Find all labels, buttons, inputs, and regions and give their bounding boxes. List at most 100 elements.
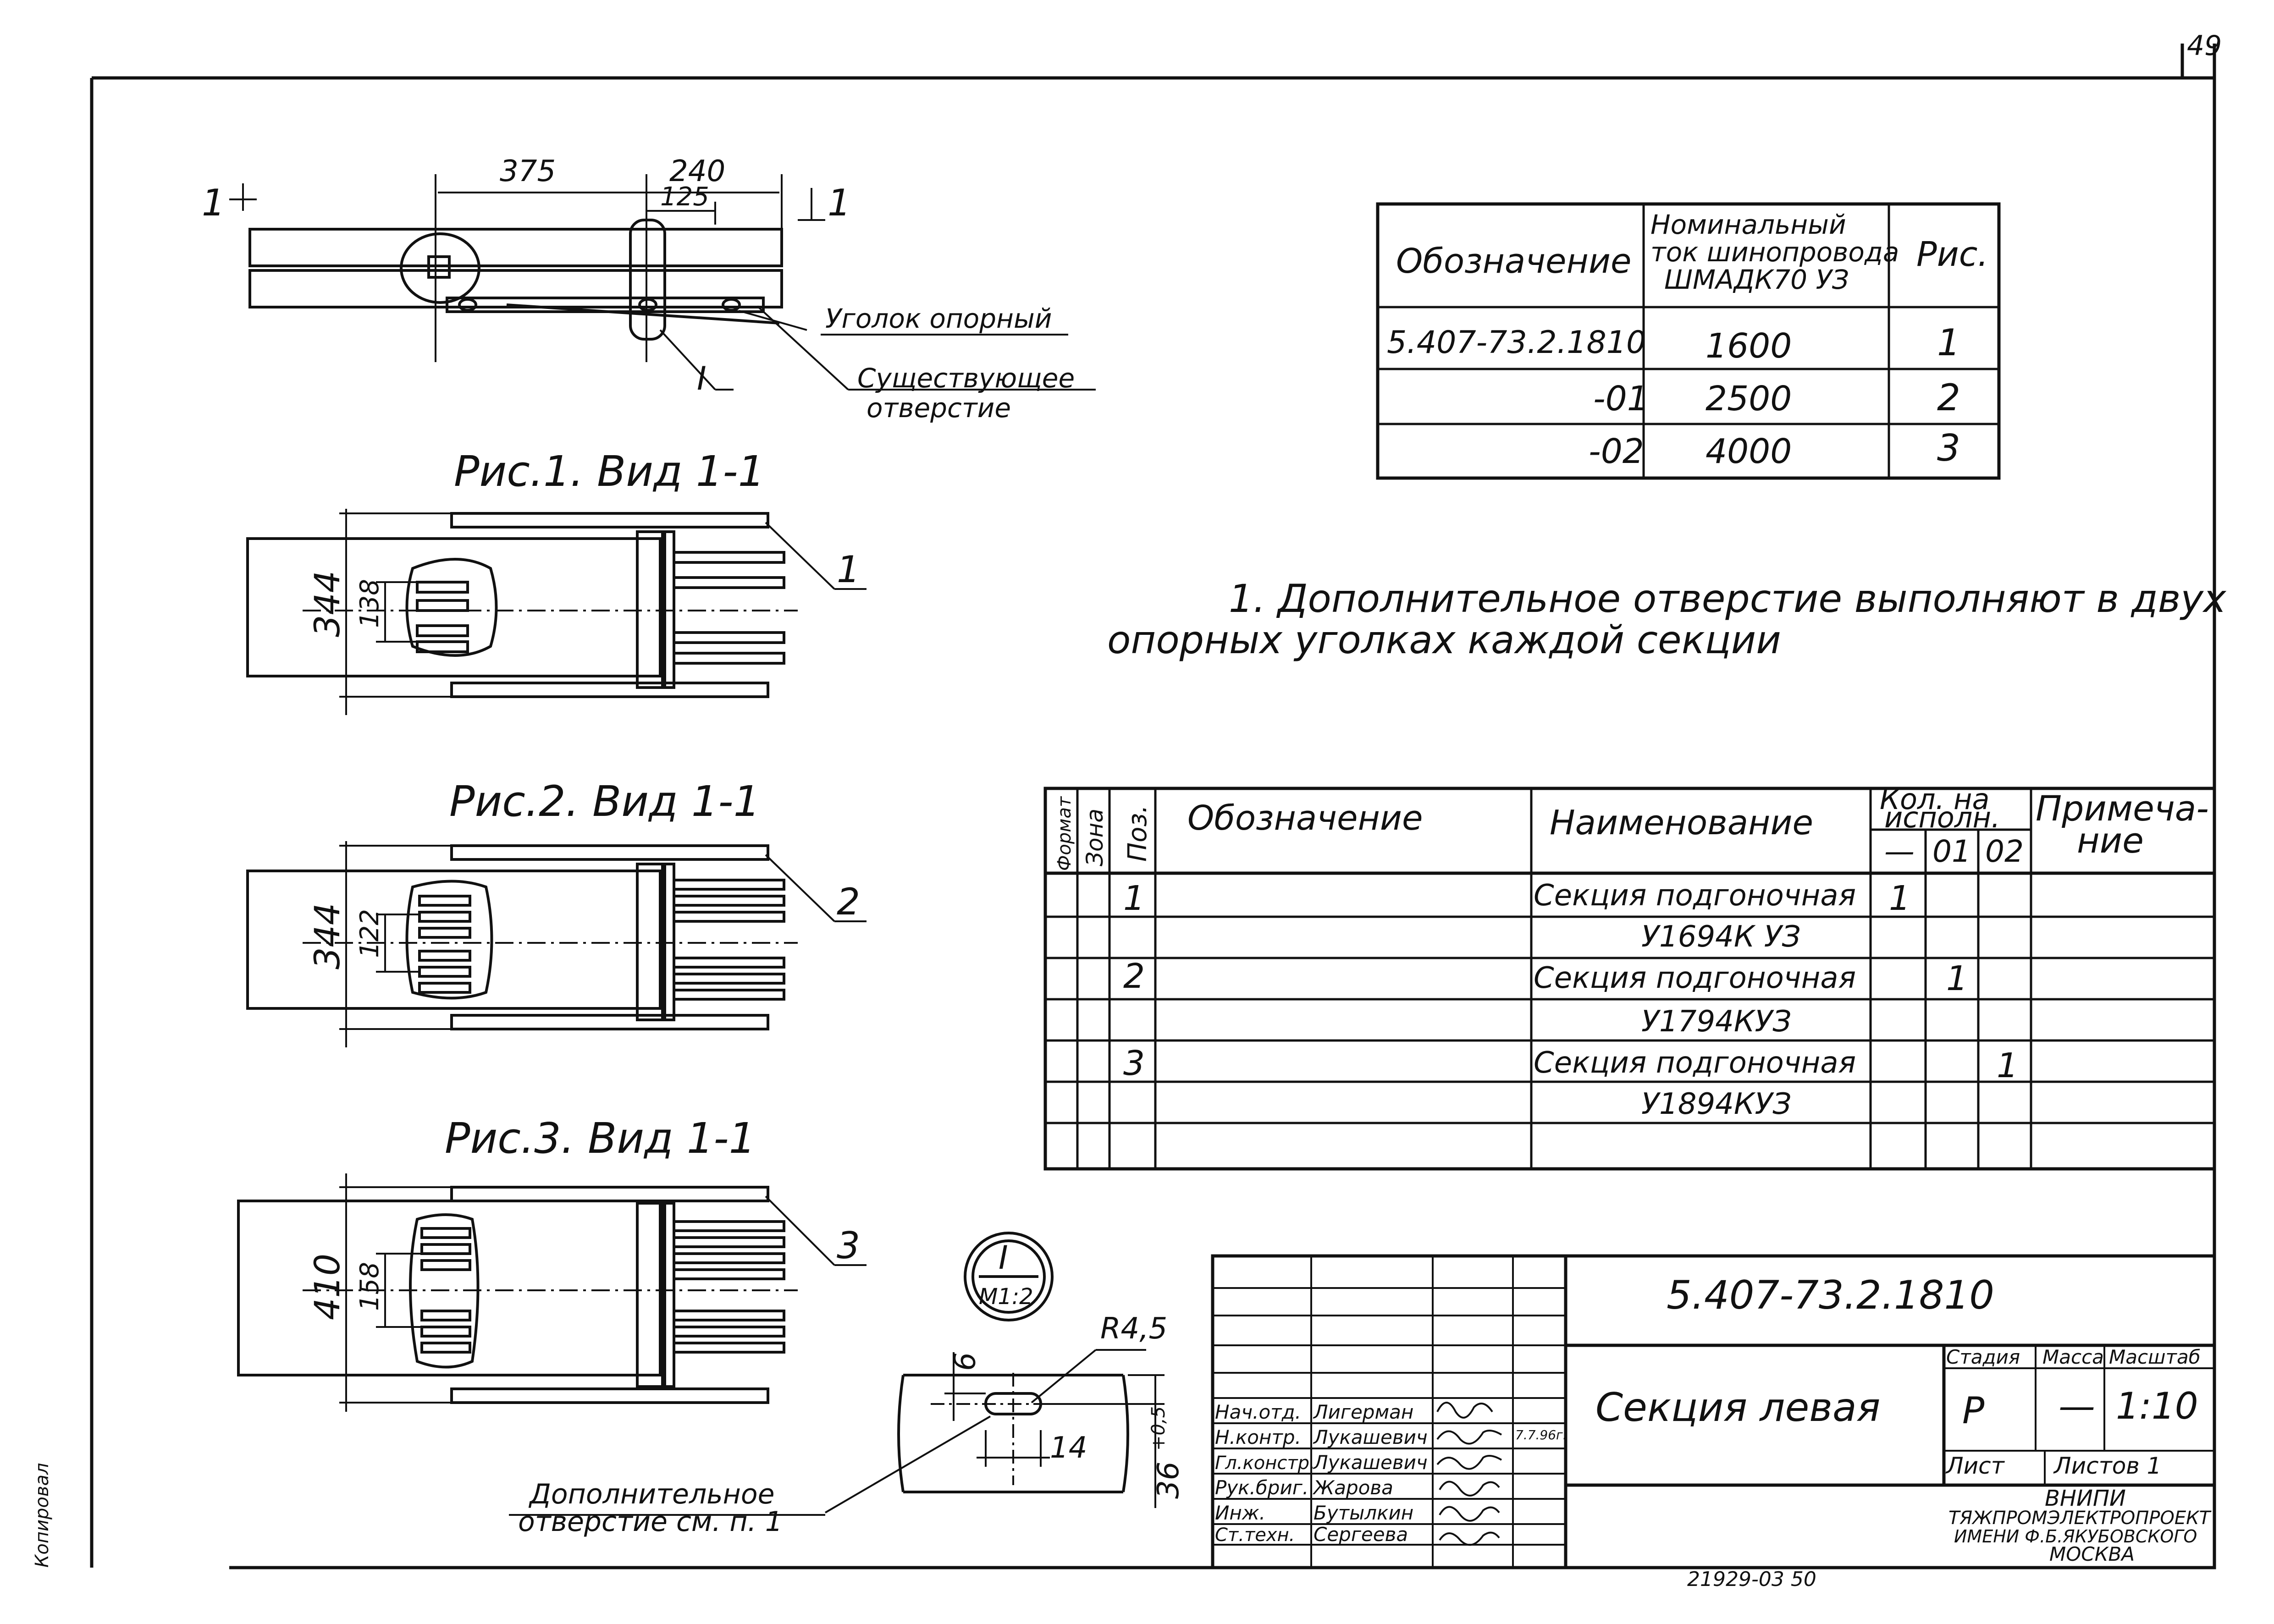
spec-col-note-1: Примеча- (2036, 788, 2209, 829)
vt-header-current-2: ток шинопровода (1650, 237, 1899, 268)
spec-row4-name: У1794КУЗ (1641, 1005, 1791, 1039)
spec-col-q0: — (1884, 834, 1915, 869)
dim-240: 240 (669, 154, 725, 188)
label-existing-hole-2: отверстие (867, 392, 1011, 424)
signatures (1436, 1402, 1502, 1546)
vt-row3-code: -02 (1589, 432, 1644, 471)
spec-row1-q0: 1 (1889, 879, 1910, 918)
note-line2: опорных уголках каждой секции (1107, 617, 1781, 662)
spec-row3-pos: 2 (1123, 957, 1145, 996)
vt-row3-current: 4000 (1706, 432, 1792, 471)
spec-row1-name: Секция подгоночная (1534, 879, 1856, 913)
variants-table: Обозначение Номинальный ток шинопровода … (1376, 202, 2001, 480)
fig2-dim-inner: 122 (355, 909, 385, 958)
tb-org-3: ИМЕНИ Ф.Б.ЯКУБОВСКОГО (1954, 1526, 2197, 1547)
tb-name-4: Жарова (1312, 1476, 1393, 1499)
detail-dim-9: 9 (946, 1352, 980, 1371)
vt-row2-fig: 2 (1937, 376, 1960, 419)
tb-title: Секция левая (1595, 1385, 1880, 1431)
spec-row2-name: У1694К УЗ (1641, 920, 1801, 954)
figure-2: Рис.2. Вид 1-1 (246, 777, 867, 1047)
spec-row5-name: Секция подгоночная (1534, 1046, 1856, 1080)
top-view: 1 1 375 240 125 Уголок опорный Существую… (202, 154, 1096, 424)
detail-note-line1: Дополнительное (528, 1478, 775, 1510)
tb-name-6: Сергеева (1314, 1523, 1408, 1546)
tb-mass: — (2059, 1385, 2095, 1427)
notes: 1. Дополнительное отверстие выполняют в … (1107, 576, 2227, 662)
side-stamp: Копировал (32, 1463, 53, 1568)
detail-dim-36: 36 (1152, 1462, 1186, 1499)
spec-col-format: Формат (1054, 796, 1075, 871)
note-line1: 1. Дополнительное отверстие выполняют в … (1229, 576, 2227, 621)
tb-role-6: Ст.техн. (1215, 1525, 1295, 1546)
detail-dim-tolerance: +0,5 (1148, 1406, 1169, 1451)
fig3-dim-inner: 158 (355, 1262, 385, 1311)
spec-col-pos: Поз. (1123, 805, 1153, 862)
detail-dim-radius: R4,5 (1100, 1312, 1167, 1346)
tb-scale-label: Масштаб (2109, 1346, 2201, 1368)
vt-header-current-3: ШМАДК70 УЗ (1664, 264, 1849, 295)
fig1-dim-inner: 138 (355, 579, 385, 628)
tb-name-3: Лукашевич (1313, 1451, 1428, 1474)
spec-col-q2: 02 (1985, 834, 2024, 869)
fig3-dim-outer: 410 (307, 1254, 348, 1320)
spec-row5-q2: 1 (1997, 1046, 2018, 1085)
detail-mark: I (999, 1239, 1008, 1277)
vt-row1-current: 1600 (1706, 326, 1792, 366)
tb-org-2: ТЯЖПРОМЭЛЕКТРОПРОЕКТ (1948, 1508, 2212, 1529)
fig3-callout: 3 (837, 1224, 860, 1267)
spec-col-q1: 01 (1932, 834, 1971, 869)
spec-row3-q1: 1 (1946, 959, 1968, 998)
vt-row2-code: -01 (1593, 379, 1649, 418)
fig1-callout: 1 (837, 548, 860, 591)
tb-stage-label: Стадия (1946, 1346, 2020, 1368)
spec-col-name: Наименование (1550, 803, 1813, 842)
spec-col-zone: Зона (1082, 809, 1108, 866)
vt-header-fig: Рис. (1916, 235, 1988, 274)
tb-name-5: Бутылкин (1314, 1502, 1413, 1524)
tb-org-4: МОСКВА (2049, 1543, 2135, 1565)
tb-role-1: Нач.отд. (1215, 1401, 1301, 1423)
tb-role-3: Гл.констр. (1215, 1453, 1315, 1474)
vt-row3-fig: 3 (1937, 427, 1960, 469)
detail-note-line2: отверстие см. п. 1 (518, 1506, 783, 1538)
tb-sheet-label: Лист (1945, 1453, 2005, 1479)
detail-view: I M1:2 R4,5 9 14 36 +0,5 Дополнительное … (509, 1232, 1186, 1538)
spec-col-note-2: ние (2077, 820, 2144, 861)
tb-org-1: ВНИПИ (2045, 1486, 2126, 1511)
detail-dim-14: 14 (1050, 1431, 1087, 1465)
tb-mass-label: Масса (2042, 1346, 2104, 1368)
vt-header-current-1: Номинальный (1650, 209, 1846, 240)
spec-col-designation: Обозначение (1187, 798, 1423, 838)
title-block: 5.407-73.2.1810 Секция левая Стадия Масс… (1211, 1254, 2216, 1569)
tb-name-2: Лукашевич (1313, 1426, 1428, 1448)
dim-125: 125 (660, 182, 709, 212)
section-mark-left: 1 (202, 182, 225, 224)
detail-scale: M1:2 (979, 1284, 1033, 1310)
fig1-dim-outer: 344 (307, 571, 348, 637)
bottom-stamp: 21929-03 50 (1687, 1568, 1816, 1591)
fig2-caption: Рис.2. Вид 1-1 (449, 777, 760, 826)
figure-3: Рис.3. Вид 1-1 (237, 1114, 867, 1412)
tb-doc-code: 5.407-73.2.1810 (1667, 1272, 1994, 1318)
vt-row1-fig: 1 (1937, 321, 1960, 364)
figure-1: Рис.1. Вид 1-1 (246, 447, 867, 715)
detail-mark-top: I (697, 360, 706, 397)
tb-date: 7.7.96г. (1515, 1427, 1567, 1442)
spec-col-qty-2: исполн. (1884, 801, 2000, 834)
vt-header-designation: Обозначение (1396, 242, 1631, 281)
spec-table: Формат Зона Поз. Обозначение Наименовани… (1043, 782, 2216, 1171)
tb-stage: Р (1962, 1389, 1985, 1432)
vt-row2-current: 2500 (1706, 379, 1792, 418)
spec-col-qty-1: Кол. на (1880, 782, 1990, 816)
tb-role-4: Рук.бриг. (1215, 1476, 1308, 1499)
label-existing-hole-1: Существующее (857, 363, 1075, 394)
vt-row1-code: 5.407-73.2.1810 (1387, 325, 1646, 361)
fig3-caption: Рис.3. Вид 1-1 (445, 1114, 756, 1163)
dim-375: 375 (500, 154, 556, 188)
tb-scale: 1:10 (2116, 1385, 2198, 1427)
label-support-angle: Уголок опорный (825, 303, 1052, 334)
tb-name-1: Лигерман (1313, 1401, 1413, 1423)
fig2-callout: 2 (837, 881, 860, 923)
